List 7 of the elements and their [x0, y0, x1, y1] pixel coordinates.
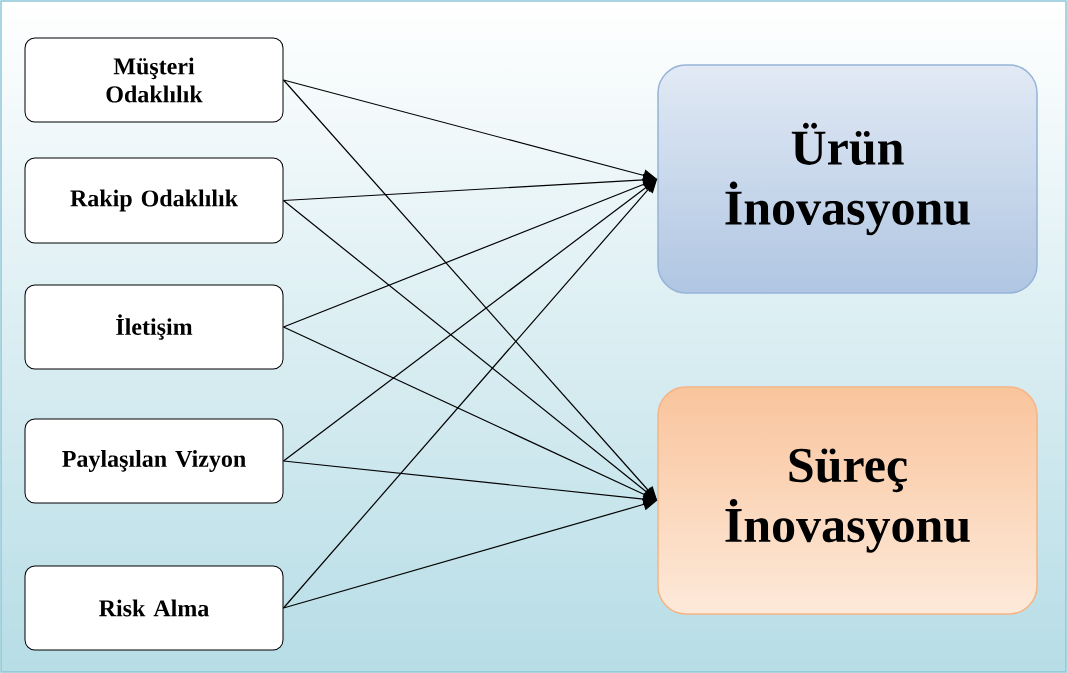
outcome-box: Ürün İnovasyonu — [657, 64, 1038, 294]
concept-box: İletişim — [24, 284, 284, 370]
concept-box: Müşteri Odaklılık — [24, 37, 284, 123]
concept-box: Risk Alma — [24, 565, 284, 651]
concept-box: Rakip Odaklılık — [24, 157, 284, 244]
outcome-box: Süreç İnovasyonu — [657, 386, 1038, 615]
concept-box: Paylaşılan Vizyon — [24, 418, 284, 504]
